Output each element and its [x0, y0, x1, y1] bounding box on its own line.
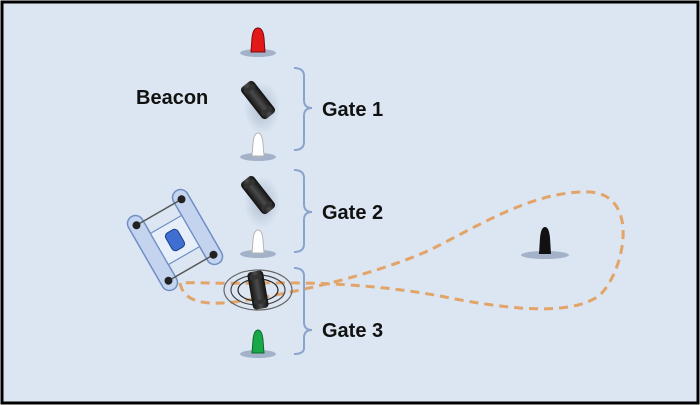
white-buoy-2: [240, 229, 276, 258]
beacon-label: Beacon: [136, 87, 208, 109]
gate-1-bracket: [293, 67, 313, 151]
gate-3-bracket: [293, 267, 313, 355]
gate-2-label: Gate 2: [322, 202, 383, 224]
gate-1-label: Gate 1: [322, 99, 383, 121]
white-buoy-1: [240, 132, 276, 161]
beacon-2-icon: [240, 175, 280, 228]
vehicle-path: [178, 190, 625, 311]
vehicle-icon: [126, 188, 224, 292]
beacon-3-icon: [223, 269, 293, 311]
red-buoy: [240, 27, 276, 57]
gate-3-label: Gate 3: [322, 320, 383, 342]
green-buoy: [240, 329, 276, 358]
black-buoy: [521, 227, 569, 259]
gate-2-bracket: [293, 169, 313, 253]
beacon-1-icon: [240, 80, 280, 134]
